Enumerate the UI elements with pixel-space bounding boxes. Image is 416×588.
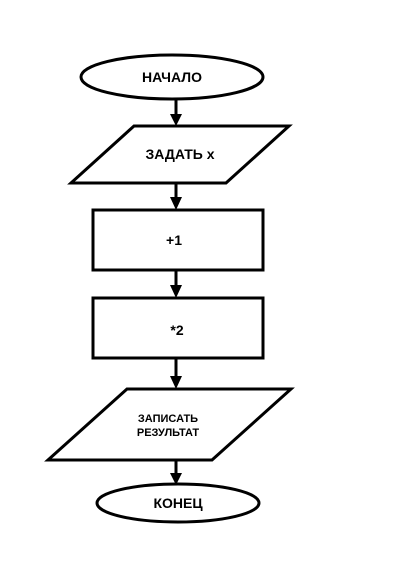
node-start: НАЧАЛО — [79, 53, 265, 101]
node-output-label-line1: ЗАПИСАТЬ — [138, 413, 198, 425]
node-output-label-line2: РЕЗУЛЬТАТ — [137, 427, 200, 439]
connector-output-end — [170, 460, 182, 485]
node-multiply: *2 — [91, 296, 265, 360]
connector-start-input — [170, 100, 182, 126]
parallelogram-shape — [67, 124, 293, 185]
node-input-label: ЗАДАТЬ х — [145, 146, 214, 162]
node-end-label: КОНЕЦ — [153, 495, 203, 511]
connector-multiply-output — [170, 358, 182, 389]
process-shape — [91, 296, 265, 360]
terminator-shape — [79, 53, 265, 101]
parallelogram-shape — [44, 387, 295, 462]
node-output: ЗАПИСАТЬ РЕЗУЛЬТАТ — [44, 387, 295, 462]
connector-add-multiply — [170, 270, 182, 298]
node-start-label: НАЧАЛО — [142, 69, 202, 85]
node-add: +1 — [91, 208, 265, 272]
process-shape — [91, 208, 265, 272]
node-add-label: +1 — [166, 232, 182, 248]
node-input: ЗАДАТЬ х — [67, 124, 293, 185]
connector-input-add — [170, 183, 182, 210]
node-end: КОНЕЦ — [95, 482, 261, 524]
terminator-shape — [95, 482, 261, 524]
node-multiply-label: *2 — [170, 322, 183, 338]
